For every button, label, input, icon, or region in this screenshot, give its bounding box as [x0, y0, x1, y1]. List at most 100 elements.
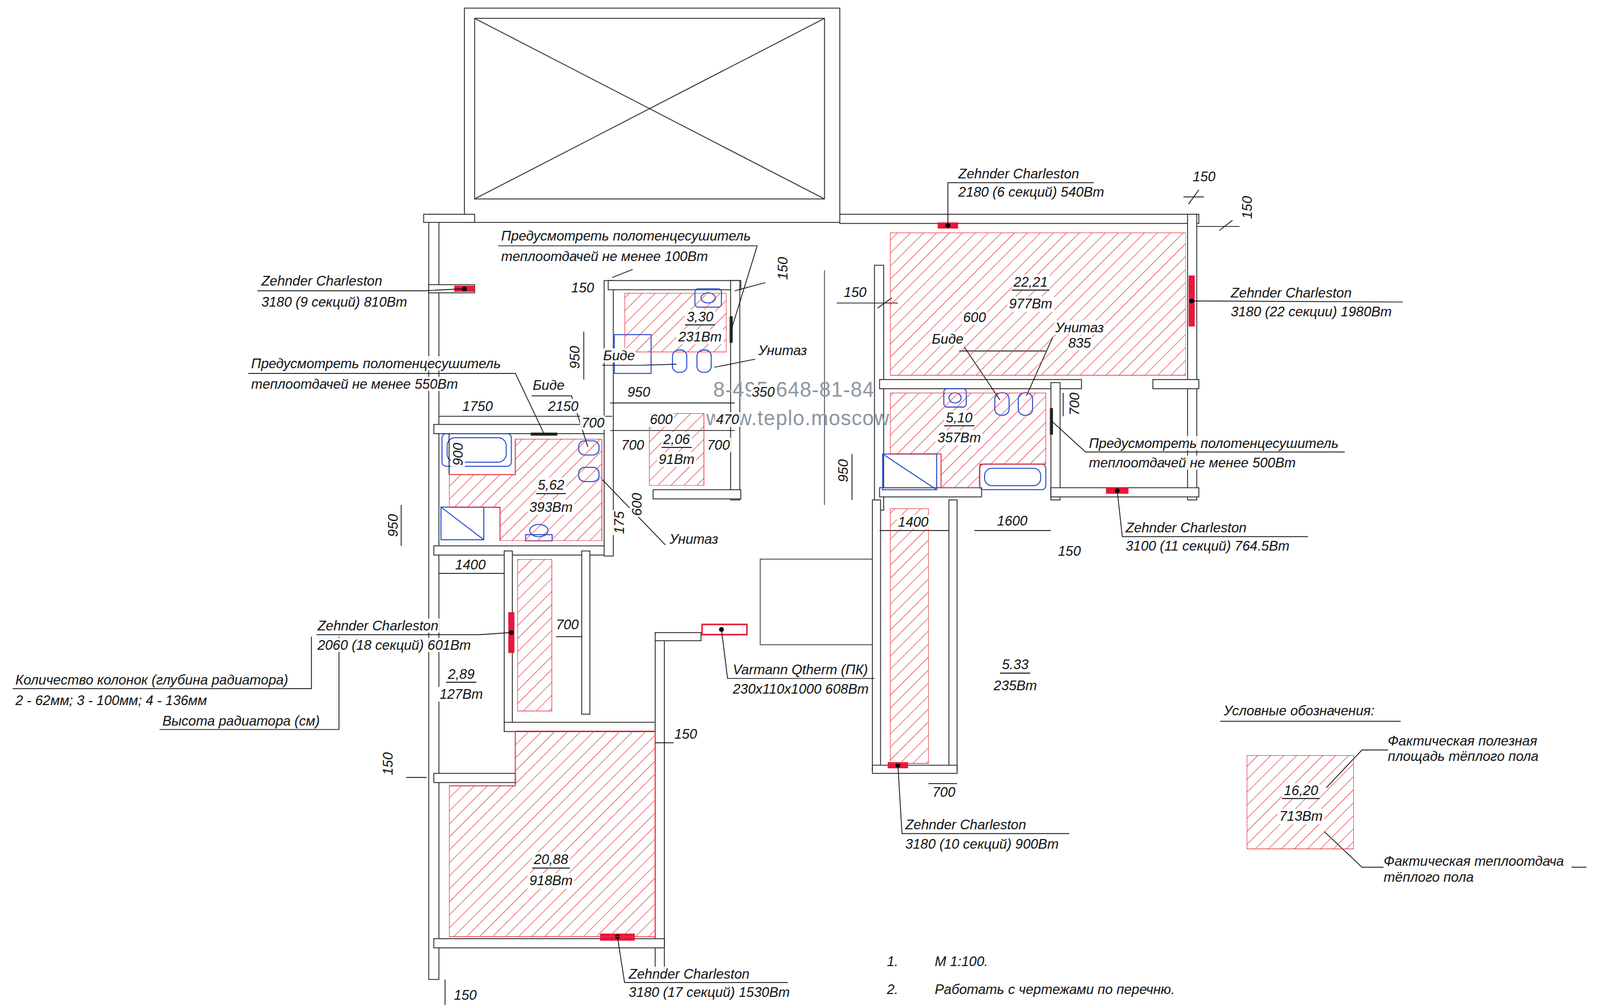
dimension: 700 — [619, 437, 646, 452]
zone-heat-output: 357Вт — [935, 430, 983, 446]
zone-heat-output: 231Вт — [676, 329, 724, 345]
zone-outline — [449, 730, 656, 937]
annotation: Высота радиатора (см) — [161, 713, 321, 728]
annotation: Zehnder Charleston — [904, 817, 1028, 832]
zone-outline — [517, 558, 553, 712]
dimension: 150 — [842, 284, 868, 300]
zone-outline — [1246, 754, 1354, 850]
dimension: 1400 — [896, 514, 930, 529]
zone-heat-output: 127Вт — [437, 686, 485, 702]
dimension: 700 — [1067, 391, 1082, 417]
annotation: 3180 (17 секций) 1530Вт — [627, 984, 791, 999]
heated-floor-zone: 16,20 713Вт — [1246, 754, 1354, 850]
annotation: Zehnder Charleston — [1229, 285, 1353, 300]
dimension: 1750 — [460, 398, 494, 414]
note: 2. — [885, 981, 900, 997]
zone-heat-output: 235Вт — [992, 678, 1039, 693]
zone-heat-output: 393Вт — [527, 499, 575, 515]
heated-floor-zone: 5,62 393Вт — [449, 438, 603, 541]
zone-area: 5,62 — [536, 477, 567, 494]
annotation: 3180 (10 секций) 900Вт — [904, 836, 1060, 851]
annotation: теплоотдачей не менее 500Вт — [1087, 455, 1297, 470]
dimension: 835 — [1067, 335, 1093, 350]
dimension: 350 — [750, 384, 777, 399]
heated-floor-zone: 20,88 918Вт — [449, 730, 656, 937]
zone-heat-output: 713Вт — [1277, 808, 1325, 824]
dimension: 950 — [567, 344, 582, 370]
dimension: 950 — [385, 512, 400, 538]
zone-area: 20,88 — [532, 851, 570, 868]
dimension: 600 — [961, 309, 987, 325]
annotation: Биде — [930, 331, 965, 346]
zone-outline — [449, 438, 603, 541]
note: Условные обозначения: — [1222, 703, 1376, 718]
zone-area: 3,30 — [684, 309, 716, 326]
heated-floor-zone: 2,89127Вт — [517, 558, 553, 712]
annotation: 3100 (11 секций) 764.5Вт — [1124, 538, 1291, 553]
legend-text: Фактическая теплоотдача тёплого пола — [1383, 852, 1572, 885]
dimension: 700 — [554, 617, 581, 632]
annotation: Предусмотреть полотенцесушитель — [500, 228, 753, 243]
heated-floor-zone: 3,30 231Вт — [624, 292, 727, 353]
dimension: 950 — [835, 458, 851, 484]
annotation: Zehnder Charleston — [627, 966, 751, 981]
annotation: Биде — [602, 348, 637, 363]
dimension: 150 — [570, 280, 596, 295]
annotation: Zehnder Charleston — [316, 618, 440, 633]
note: М 1:100. — [933, 953, 990, 969]
dimension: 150 — [380, 750, 395, 777]
zone-heat-output: 91Вт — [656, 451, 697, 467]
annotation: 3180 (22 секции) 1980Вт — [1229, 304, 1394, 319]
annotation: теплоотдачей не менее 550Вт — [250, 376, 460, 391]
zone-outline — [890, 508, 929, 764]
dimension: 600 — [629, 491, 644, 517]
zone-area: 5,10 — [944, 410, 975, 427]
heated-floor-zone: 5,10 357Вт — [890, 392, 1047, 488]
porch-lines — [760, 270, 873, 645]
dimension: 150 — [775, 255, 790, 281]
dimension: 175 — [611, 509, 627, 536]
dimension: 600 — [648, 411, 674, 427]
annotation: Унитаз — [757, 343, 808, 358]
heated-floor-zone: 5.33235Вт — [890, 508, 929, 764]
zone-area: 2,06 — [661, 431, 692, 448]
annotation: Предусмотреть полотенцесушитель — [250, 356, 502, 371]
leader-lines — [12, 182, 1587, 982]
annotation: 3180 (9 секций) 810Вт — [260, 294, 409, 309]
dimension: 150 — [1239, 194, 1255, 220]
annotation: 2180 (6 секций) 540Вт — [957, 184, 1106, 199]
annotation: 2060 (18 секций) 601Вт — [316, 637, 472, 652]
annotation: Zehnder Charleston — [957, 166, 1081, 181]
annotation: теплоотдачей не менее 100Вт — [500, 249, 710, 264]
annotation: Предусмотреть полотенцесушитель — [1087, 435, 1340, 451]
zone-area: 22,21 — [1011, 274, 1050, 291]
zone-area: 5.33 — [1000, 656, 1031, 673]
dimension: 1600 — [996, 513, 1029, 528]
zone-heat-output: 977Вт — [1007, 296, 1055, 312]
dimension: 150 — [672, 726, 699, 741]
dimension-lines — [401, 189, 1240, 1005]
annotation: Varmann Qtherm (ПК) — [731, 662, 869, 677]
dimension: 1400 — [454, 557, 487, 572]
dimension: 700 — [580, 415, 606, 430]
watermark: 8-495-648-81-84 — [712, 378, 876, 401]
dimension: 150 — [1191, 169, 1217, 184]
annotation: Биде — [531, 377, 566, 393]
annotation: Zehnder Charleston — [260, 273, 384, 288]
annotation: 230х110х1000 608Вт — [731, 681, 870, 696]
dimension: 700 — [931, 784, 957, 799]
dimension: 950 — [626, 384, 652, 399]
zone-area: 16,20 — [1282, 782, 1320, 799]
walls — [423, 7, 1199, 979]
dimension: 470 — [715, 411, 741, 427]
annotation: Zehnder Charleston — [1124, 520, 1248, 535]
dimension: 150 — [452, 987, 479, 1002]
annotation: Унитаз — [668, 531, 720, 546]
heated-floor-zone: 22,21 977Вт — [890, 232, 1186, 376]
zone-heat-output: 918Вт — [527, 872, 575, 888]
dimension: 2150 — [547, 398, 580, 414]
zone-area: 2,89 — [446, 666, 477, 683]
dimension: 700 — [705, 437, 732, 452]
